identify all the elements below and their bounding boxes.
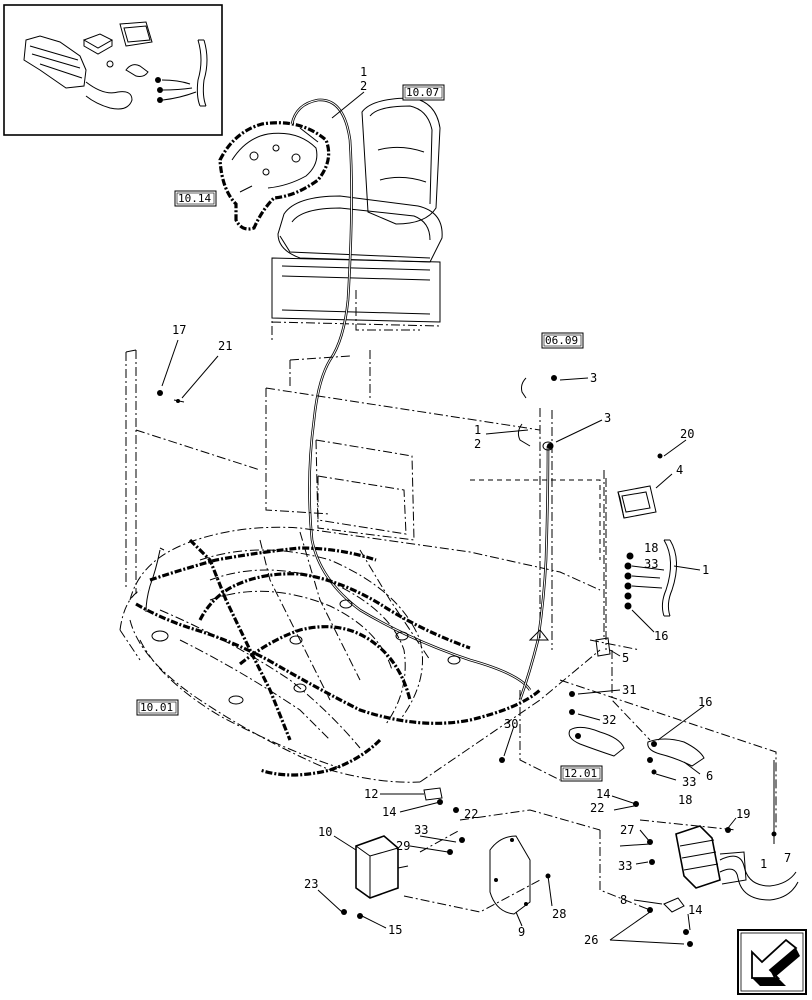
callout-1-right: 1 [702,563,709,577]
callout-2-top: 2 [360,79,367,93]
ref-box-10-07: 10.07 [402,84,445,101]
callout-1-bottom: 1 [760,857,767,871]
side-harness [517,377,554,701]
callout-33-upper: 33 [644,557,658,571]
callout-4: 4 [676,463,683,477]
leader-lines [161,91,775,945]
callout-31: 31 [622,683,636,697]
svg-text:10.01: 10.01 [140,701,173,714]
callout-17: 17 [172,323,186,337]
svg-text:12.01: 12.01 [564,767,597,780]
callout-6: 6 [706,769,713,783]
callout-22-right: 22 [590,801,604,815]
svg-text:10.07: 10.07 [406,86,439,99]
exploded-zone-outlines [403,478,777,913]
callout-14-bottom: 14 [688,903,702,917]
callout-26: 26 [584,933,598,947]
fuse-12 [423,787,443,801]
operator-seat [271,97,443,340]
svg-text:10.14: 10.14 [178,192,211,205]
callout-3-mid: 3 [604,411,611,425]
callout-33-left: 33 [414,823,428,837]
module-10 [355,835,409,899]
next-page-arrow-icon[interactable] [737,929,807,995]
callout-16-lower: 16 [698,695,712,709]
callout-8: 8 [620,893,627,907]
callout-18-upper: 18 [644,541,658,555]
callout-9: 9 [518,925,525,939]
fasteners [157,375,777,947]
svg-text:06.09: 06.09 [545,334,578,347]
callouts: 1 2 17 21 3 1 2 3 20 4 18 33 1 16 5 31 3… [172,65,791,947]
callout-20: 20 [680,427,694,441]
callout-7: 7 [784,851,791,865]
strap-32 [568,726,625,757]
callout-5: 5 [622,651,629,665]
callout-21: 21 [218,339,232,353]
callout-22-left: 22 [464,807,478,821]
module-1-bottom [675,825,799,901]
callout-1-top: 1 [360,65,367,79]
cab-frame [119,349,605,783]
callout-28: 28 [552,907,566,921]
callout-2-mid: 2 [474,437,481,451]
callout-29: 29 [396,839,410,853]
strap-6 [647,738,705,767]
module-4 [617,485,657,519]
callout-14-left: 14 [382,805,396,819]
armrest-console [218,121,331,231]
ref-box-10-01: 10.01 [136,699,179,716]
inset-overview [3,4,223,136]
callout-19: 19 [736,807,750,821]
callout-23: 23 [304,877,318,891]
connector-stack [624,539,677,617]
bracket-29 [489,835,531,915]
callout-33-lower: 33 [618,859,632,873]
callout-27: 27 [620,823,634,837]
ref-box-06-09: 06.09 [541,332,584,349]
callout-32: 32 [602,713,616,727]
callout-12: 12 [364,787,378,801]
main-harness [290,98,532,691]
ref-box-10-14: 10.14 [174,190,217,207]
callout-33-mid: 33 [682,775,696,789]
callout-14-right: 14 [596,787,610,801]
callout-18-lower: 18 [678,793,692,807]
callout-10: 10 [318,825,332,839]
callout-16-upper: 16 [654,629,668,643]
callout-1-mid: 1 [474,423,481,437]
label-5 [595,637,611,657]
callout-15: 15 [388,923,402,937]
ref-box-12-01: 12.01 [560,765,603,782]
clip-8 [663,897,685,913]
callout-30: 30 [504,717,518,731]
callout-3-upper: 3 [590,371,597,385]
